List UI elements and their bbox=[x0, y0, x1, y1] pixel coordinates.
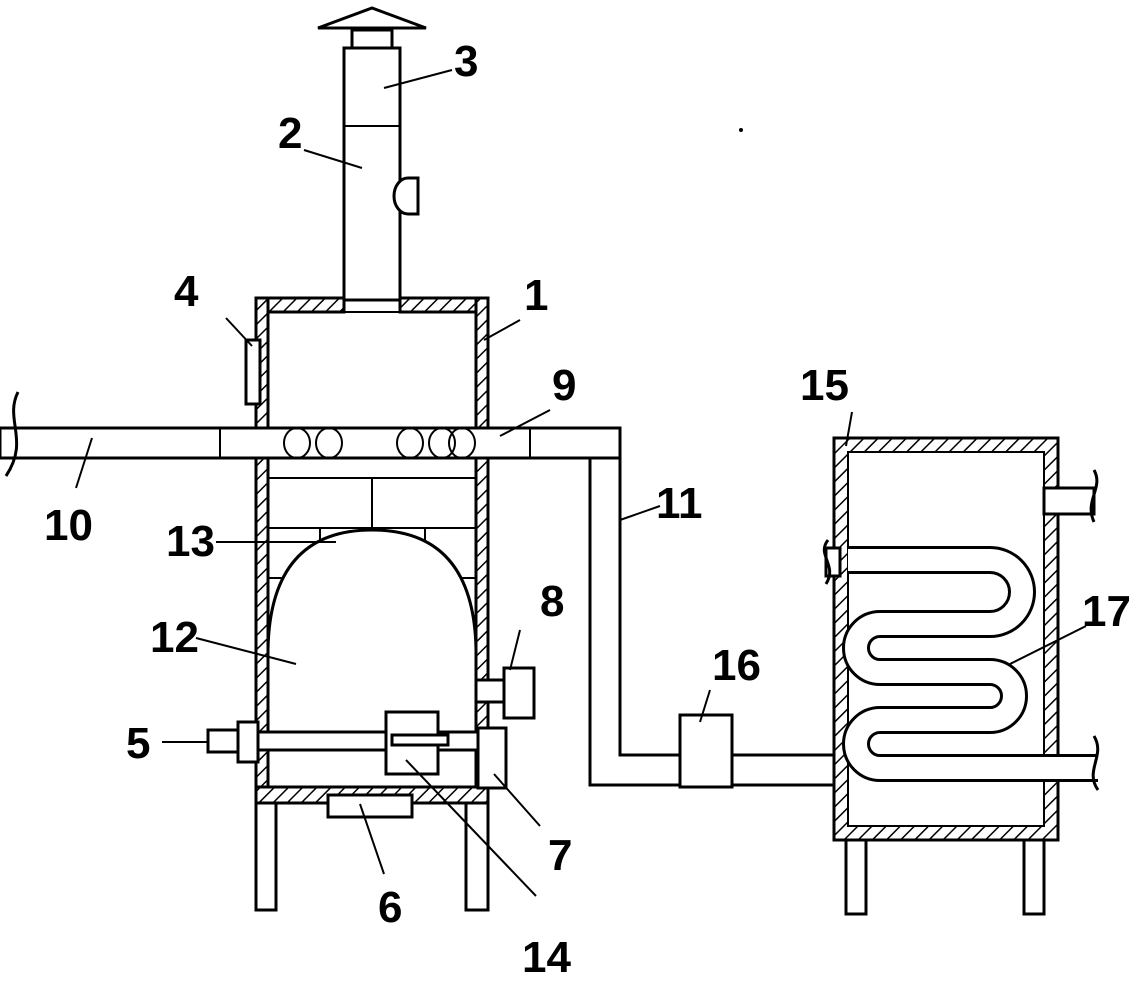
pipe-ball-4 bbox=[428, 427, 456, 459]
label-10: 10 bbox=[44, 501, 93, 550]
furnace-leg-right bbox=[464, 801, 490, 912]
motor bbox=[474, 678, 506, 704]
label-15: 15 bbox=[800, 361, 849, 410]
chimney-damper bbox=[392, 176, 420, 216]
label-3: 3 bbox=[454, 37, 478, 86]
label-4: 4 bbox=[174, 267, 199, 316]
arch-chamber bbox=[266, 528, 478, 651]
label-14: 14 bbox=[522, 933, 571, 981]
label-12: 12 bbox=[150, 613, 199, 662]
label-7: 7 bbox=[548, 831, 572, 880]
label-5: 5 bbox=[126, 719, 150, 768]
furnace-right-wall-upper bbox=[474, 296, 490, 430]
label-13: 13 bbox=[166, 517, 215, 566]
label-16: 16 bbox=[712, 641, 761, 690]
stray-dot bbox=[739, 128, 743, 132]
bottom-outlet bbox=[326, 793, 414, 819]
chimney-cap bbox=[317, 6, 427, 30]
horizontal-pipe bbox=[0, 391, 622, 477]
condenser-tank bbox=[822, 436, 1100, 916]
label-8: 8 bbox=[540, 577, 564, 626]
tank-leg-right bbox=[1022, 838, 1046, 916]
shaft-assembly bbox=[206, 710, 488, 776]
label-6: 6 bbox=[378, 883, 402, 932]
label-11: 11 bbox=[656, 479, 703, 528]
pipe-ball-2 bbox=[315, 427, 343, 459]
pipe-ball-5 bbox=[448, 427, 476, 459]
pipe-ball-1 bbox=[283, 427, 311, 459]
motor-body bbox=[502, 666, 536, 720]
part-labels: 1 2 3 4 5 6 7 8 9 10 11 12 13 14 15 16 1… bbox=[44, 37, 1130, 981]
label-9: 9 bbox=[552, 361, 576, 410]
label-2: 2 bbox=[278, 109, 302, 158]
chimney bbox=[317, 6, 427, 302]
valve-box bbox=[678, 713, 734, 789]
furnace-leg-left bbox=[254, 801, 278, 912]
label-1: 1 bbox=[524, 271, 548, 320]
connecting-pipe bbox=[588, 428, 838, 789]
inner-chamber bbox=[266, 477, 478, 787]
gear-box bbox=[476, 726, 508, 790]
label-17: 17 bbox=[1082, 587, 1130, 636]
tank-leg-left bbox=[844, 838, 868, 916]
leader-lines bbox=[75, 69, 1087, 897]
side-box bbox=[244, 338, 262, 406]
pipe-ball-3 bbox=[396, 427, 424, 459]
